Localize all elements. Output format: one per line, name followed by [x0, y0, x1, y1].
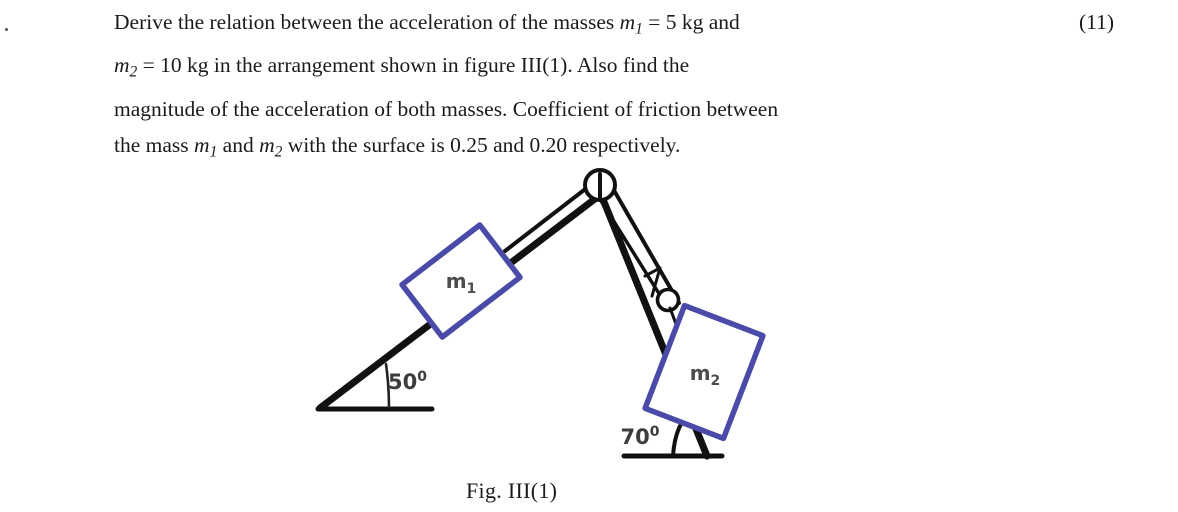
question-line-2: m2 = 10 kg in the arrangement shown in f… — [114, 47, 1024, 90]
cord-m1-to-pulley — [503, 178, 599, 253]
question-line-1-text-b: = 5 kg and — [648, 10, 740, 34]
figure-caption: Fig. III(1) — [466, 478, 558, 503]
cord-apex-to-movable-outer — [606, 178, 681, 305]
movable-pulley-icon — [655, 287, 681, 313]
cord-hook-detail — [643, 266, 662, 298]
question-line-4-text-c: with the surface is 0.25 and 0.20 respec… — [287, 132, 681, 157]
question-line-4-var-m1: m1 — [194, 132, 218, 160]
question-line-1: Derive the relation between the accelera… — [114, 4, 1024, 47]
question-line-1-var-m1: m1 — [619, 10, 643, 38]
block-m1: m1 — [399, 222, 523, 340]
block-m2-label: m2 — [690, 361, 721, 389]
movable-pulley-hanger — [668, 306, 678, 326]
block-m1-body — [399, 222, 523, 340]
question-line-1-text-a: Derive the relation between the accelera… — [114, 10, 615, 34]
block-m1-label: m1 — [446, 269, 477, 297]
page-artifact-dot — [5, 28, 8, 31]
question-line-2-var-m2: m2 — [114, 53, 138, 81]
block-m2: m2 — [642, 302, 766, 442]
question-line-4-var-m2: m2 — [259, 132, 283, 160]
question-line-2-text: = 10 kg in the arrangement shown in figu… — [142, 53, 690, 78]
marks-allocation: (11) — [1079, 10, 1115, 34]
question-line-4-text-b: and — [222, 132, 254, 157]
cord-apex-to-movable-inner — [596, 194, 665, 302]
question-line-4-text-a: the mass — [114, 132, 189, 157]
angle-label-50: 500 — [388, 369, 427, 394]
question-text: Derive the relation between the accelera… — [114, 4, 1024, 170]
angle-label-70: 700 — [621, 424, 660, 449]
question-line-3: magnitude of the acceleration of both ma… — [114, 91, 1024, 127]
block-m2-body — [642, 302, 766, 442]
angle-marker-50 — [384, 362, 391, 409]
question-line-4: the mass m1 and m2 with the surface is 0… — [114, 127, 1024, 170]
question-line-3-text: magnitude of the acceleration of both ma… — [114, 96, 779, 121]
